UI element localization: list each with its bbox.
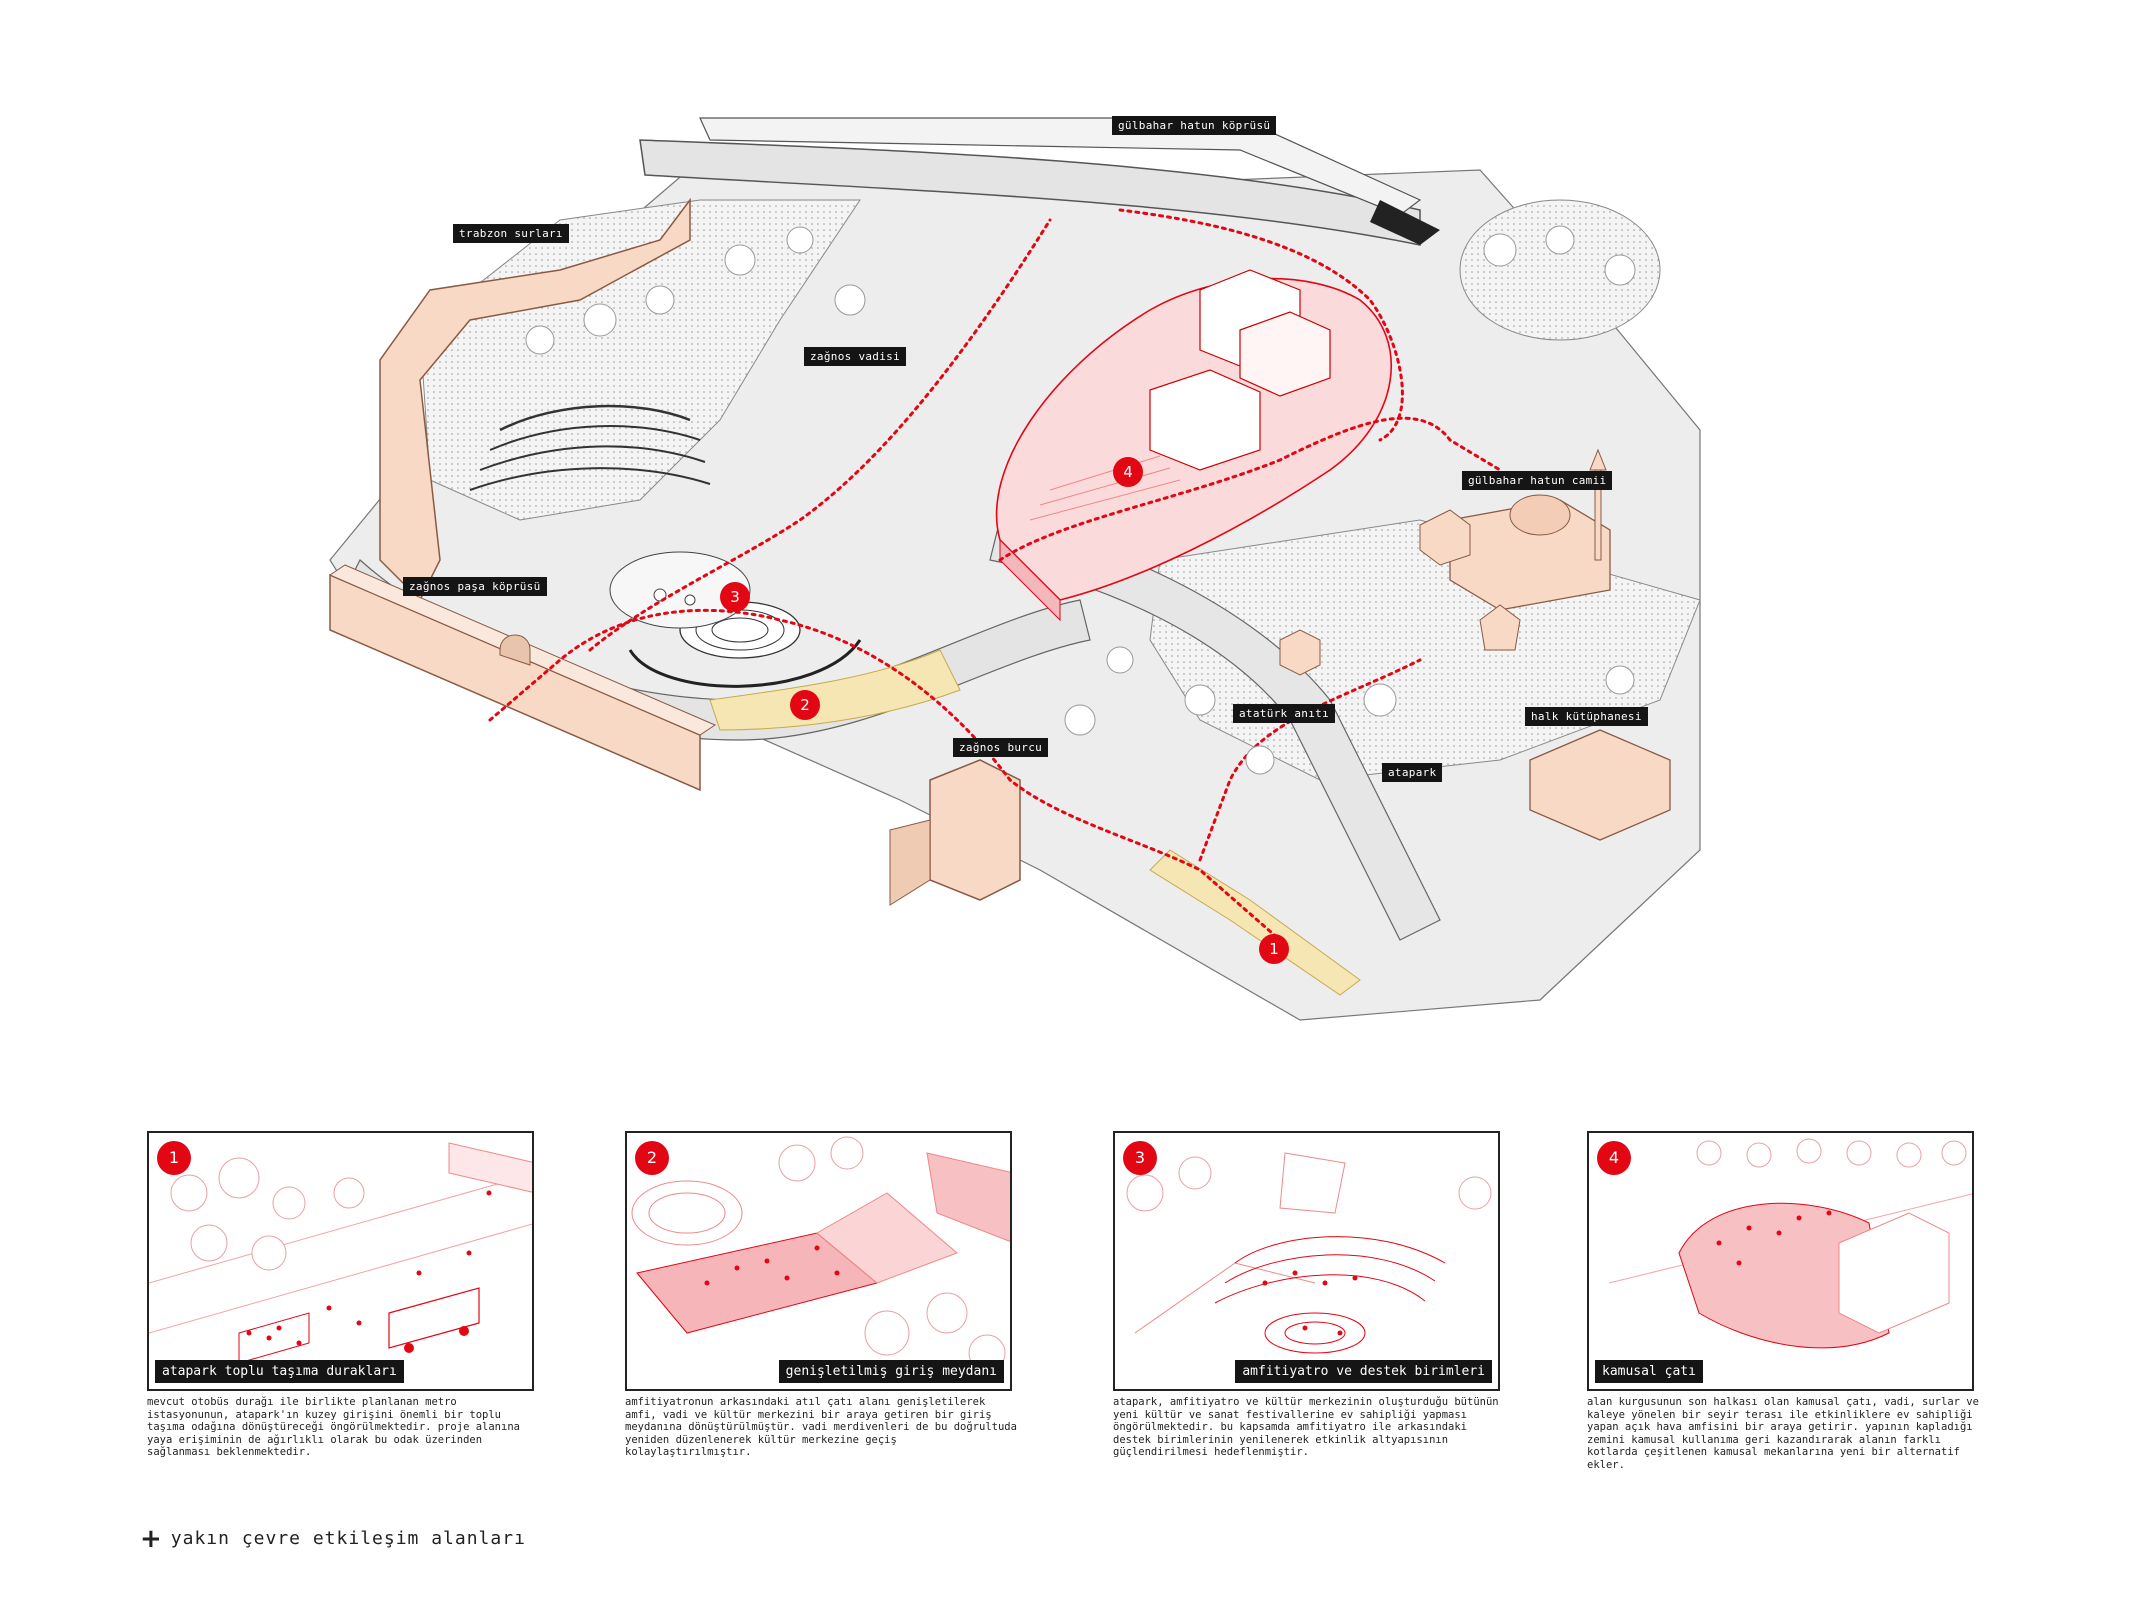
label-zagnos-tower: zağnos burcu	[953, 738, 1049, 757]
panel-4-description: alan kurgusunun son halkası olan kamusal…	[1587, 1396, 1979, 1471]
panel-2-description: amfitiyatronun arkasındaki atıl çatı ala…	[625, 1396, 1017, 1458]
halk-library	[1529, 729, 1671, 841]
panel-1-title: atapark toplu taşıma durakları	[155, 1360, 404, 1383]
panel-3-title: amfitiyatro ve destek birimleri	[1235, 1360, 1492, 1383]
detail-panel-4: 4 kamusal çatı	[1587, 1131, 1974, 1391]
panel-2-illustration	[631, 1136, 1010, 1372]
label-zagnos-valley: zağnos vadisi	[804, 347, 906, 366]
panel-2-number: 2	[635, 1141, 669, 1175]
map-marker-3: 3	[720, 582, 750, 612]
bridge-dark-end	[1370, 200, 1440, 245]
transit-stop-highlight	[1149, 849, 1361, 996]
site-axonometric-drawing	[328, 117, 1701, 1021]
path-route-5	[1198, 658, 1422, 862]
panel-4-number: 4	[1597, 1141, 1631, 1175]
label-gulbahar-bridge: gülbahar hatun köprüsü	[1112, 116, 1277, 135]
gate-arch	[499, 634, 531, 666]
bus	[388, 1287, 480, 1353]
plus-icon: +	[140, 1524, 163, 1554]
label-gulbahar-mosque: gülbahar hatun camii	[1462, 471, 1613, 490]
footer-title: yakın çevre etkileşim alanları	[170, 1528, 526, 1549]
ataturk-monument	[1279, 629, 1321, 676]
panel-3-description: atapark, amfitiyatro ve kültür merkezini…	[1113, 1396, 1499, 1458]
map-marker-4: 4	[1113, 457, 1143, 487]
path-route-4	[1118, 208, 1404, 442]
label-zagnos-pasa-bridge: zağnos paşa köprüsü	[403, 577, 547, 596]
roundabout-green	[1459, 199, 1661, 341]
panel-3-illustration	[1126, 1152, 1492, 1354]
label-halk-library: halk kütüphanesi	[1525, 707, 1648, 726]
detail-panel-3: 3 amfitiyatro ve destek birimleri	[1113, 1131, 1500, 1391]
roof-box-3	[1239, 311, 1331, 397]
tower-arm	[889, 819, 931, 906]
footer-title-block: + yakın çevre etkileşim alanları	[140, 1524, 526, 1554]
map-marker-1: 1	[1259, 934, 1289, 964]
roof-box-2	[1149, 369, 1261, 471]
label-atapark: atapark	[1382, 763, 1443, 782]
panel-3-number: 3	[1123, 1141, 1157, 1175]
entry-plaza-highlight	[709, 649, 961, 731]
gazebo	[1479, 604, 1521, 651]
tree-clusters	[525, 225, 1636, 775]
panel-4-title: kamusal çatı	[1595, 1360, 1703, 1383]
detail-panel-2: 2 genişletilmiş giriş meydanı	[625, 1131, 1012, 1391]
path-route-3	[998, 416, 1502, 562]
panel-1-description: mevcut otobüs durağı ile birlikte planla…	[147, 1396, 520, 1458]
map-marker-2: 2	[790, 690, 820, 720]
path-route-1	[588, 218, 1052, 652]
bus-shelter	[238, 1312, 310, 1364]
path-route-2	[488, 608, 1282, 942]
panel-1-number: 1	[157, 1141, 191, 1175]
panel-2-title: genişletilmiş giriş meydanı	[778, 1360, 1004, 1383]
detail-panel-1: 1 atapark toplu taşıma durakları	[147, 1131, 534, 1391]
label-trabzon-walls: trabzon surları	[453, 224, 569, 243]
gulbahar-hatun-mosque	[1419, 448, 1611, 611]
zagnos-tower	[929, 759, 1021, 901]
panel-1-illustration	[149, 1142, 532, 1364]
label-ataturk-monument: atatürk anıtı	[1233, 704, 1335, 723]
panel-4-illustration	[1608, 1138, 1972, 1349]
